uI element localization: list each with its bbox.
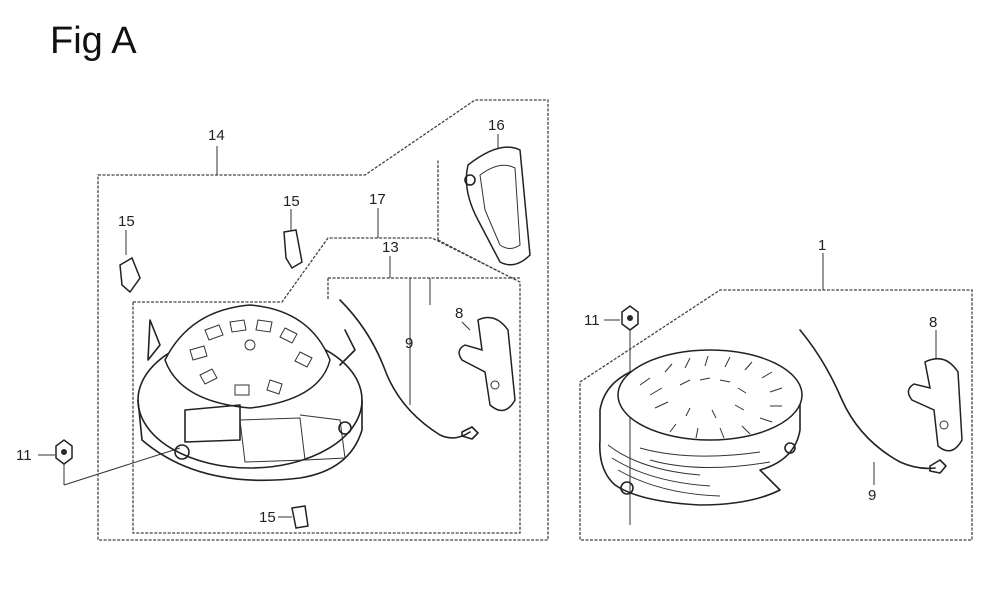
right-handle-8 bbox=[907, 357, 963, 452]
part-16-frame bbox=[437, 160, 501, 273]
pawl-15-top bbox=[283, 229, 303, 270]
callout-14: 14 bbox=[208, 127, 225, 144]
vent-slots bbox=[639, 355, 783, 439]
callout-9-right: 9 bbox=[868, 487, 876, 504]
callout-8-right: 8 bbox=[929, 314, 937, 331]
assembly-14-frame bbox=[97, 99, 549, 541]
assembly-13-frame bbox=[327, 277, 520, 300]
callout-17: 17 bbox=[369, 191, 386, 208]
assembly-1-frame bbox=[579, 289, 973, 541]
callout-8-left: 8 bbox=[455, 305, 463, 322]
callout-11-left: 11 bbox=[16, 447, 32, 464]
pawl-15-bottom bbox=[291, 505, 309, 529]
callout-15-bottom: 15 bbox=[259, 509, 276, 526]
left-starter-housing bbox=[137, 304, 363, 482]
callout-labels: 14 16 17 13 15 15 15 8 9 11 1 11 8 9 bbox=[16, 117, 937, 526]
housing-ribs bbox=[607, 444, 771, 497]
callout-9-left: 9 bbox=[405, 335, 413, 352]
pawl-15-left bbox=[119, 256, 141, 294]
callout-15-top: 15 bbox=[283, 193, 300, 210]
nut-11-left bbox=[55, 439, 73, 465]
callout-11-right: 11 bbox=[584, 312, 600, 329]
right-rope bbox=[799, 329, 947, 474]
callout-15-left: 15 bbox=[118, 213, 135, 230]
callout-1: 1 bbox=[818, 237, 826, 254]
left-handle-8 bbox=[458, 316, 516, 412]
callout-16: 16 bbox=[488, 117, 505, 134]
left-rope bbox=[339, 299, 479, 440]
figure-title: Fig A bbox=[50, 20, 137, 62]
nut-11-right bbox=[621, 305, 639, 331]
callout-13: 13 bbox=[382, 239, 399, 256]
part-16-bracket bbox=[464, 146, 531, 266]
assembly-17-frame bbox=[132, 237, 521, 534]
right-starter-housing bbox=[598, 349, 803, 506]
